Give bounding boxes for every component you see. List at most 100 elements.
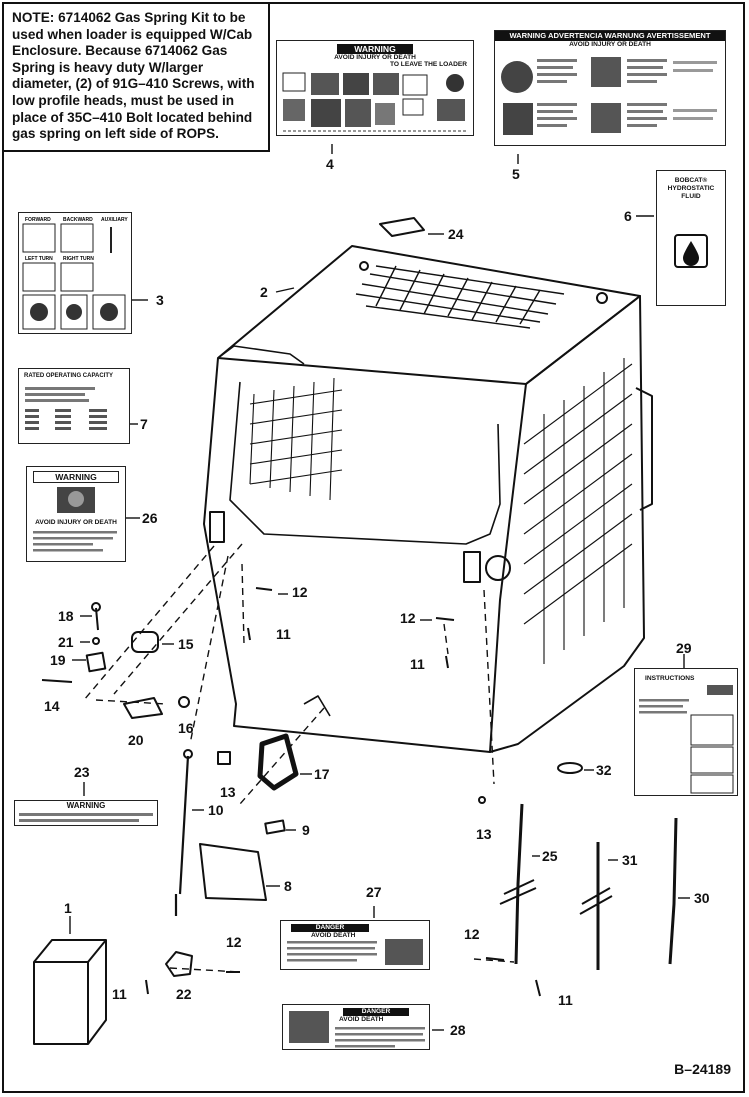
callout-11-cab-right: 11 [410, 656, 425, 672]
decal-29-header: INSTRUCTIONS [645, 675, 695, 682]
decal-28-header: DANGER [343, 1008, 409, 1016]
callout-1: 1 [64, 900, 72, 916]
callout-18: 18 [58, 608, 74, 624]
decal-28-pictogram [289, 1011, 329, 1043]
decal-28-text-lines [335, 1027, 425, 1048]
decal-27-subheader: AVOID DEATH [311, 932, 356, 939]
decal-7-title: RATED OPERATING CAPACITY [24, 373, 114, 379]
callout-26: 26 [142, 510, 158, 526]
grommet-32 [557, 762, 583, 774]
hinge-right [463, 551, 481, 583]
gas-spring-10 [174, 755, 190, 916]
callout-30: 30 [694, 890, 710, 906]
roof-vents [355, 265, 565, 329]
callout-27: 27 [366, 884, 382, 900]
note-box: NOTE: 6714062 Gas Spring Kit to be used … [4, 4, 270, 152]
rops-left-side [203, 357, 527, 753]
battery-1-edges [34, 939, 107, 1044]
callout-22: 22 [176, 986, 192, 1002]
callout-29: 29 [676, 640, 692, 656]
decal-26-pictogram [57, 487, 95, 513]
callout-31: 31 [622, 852, 638, 868]
rops-roof [217, 245, 641, 385]
decal-28: DANGER AVOID DEATH [282, 1004, 430, 1050]
callout-21: 21 [58, 634, 74, 650]
gas-spring-10-eye [183, 749, 193, 759]
decal-4-header: WARNING [337, 44, 413, 54]
decal-26-header: WARNING [33, 471, 119, 483]
decal-26: WARNING AVOID INJURY OR DEATH [26, 466, 126, 562]
plug-9 [264, 819, 286, 835]
seal-17 [257, 733, 299, 791]
gas-spring-30 [668, 817, 678, 965]
bushing-15 [131, 631, 159, 653]
note-text: 6714062 Gas Spring Kit to be used when l… [12, 10, 255, 142]
right-side-screen [523, 358, 633, 664]
washer-13-right [478, 796, 486, 804]
callout-32: 32 [596, 762, 612, 778]
nut-11-left [247, 627, 251, 641]
callout-14: 14 [44, 698, 60, 714]
decal-5-pictograms [501, 57, 717, 135]
decal-27-header: DANGER [291, 924, 369, 932]
bolt-14 [41, 679, 73, 683]
screw-18-head [91, 602, 101, 612]
battery-1 [33, 939, 107, 1045]
washer-16 [178, 696, 190, 708]
decal-29: INSTRUCTIONS [634, 668, 738, 796]
decal-29-panels [639, 685, 734, 794]
decal-24 [379, 217, 425, 237]
assembly-leaders [83, 543, 515, 973]
callout-25: 25 [542, 848, 558, 864]
callout-24: 24 [448, 226, 464, 242]
decal-4-pictograms [282, 72, 467, 132]
bracket-22 [165, 951, 193, 977]
decal-3-controls: FORWARD BACKWARD AUXILIARY LEFT TURN RIG… [22, 217, 128, 330]
decal-4-subheader: AVOID INJURY OR DEATH [334, 54, 416, 61]
decal-3-label-backward: BACKWARD [63, 217, 93, 223]
bracket-20 [123, 697, 163, 719]
callout-8: 8 [284, 878, 292, 894]
callout-23: 23 [74, 764, 90, 780]
callout-6: 6 [624, 208, 632, 224]
decal-3-label-right-turn: RIGHT TURN [63, 256, 94, 262]
washer-21 [92, 637, 100, 645]
bolt-12-left [255, 587, 273, 591]
gas-spring-25 [514, 803, 524, 965]
decal-23-header: WARNING [66, 801, 106, 810]
callout-15: 15 [178, 636, 194, 652]
callout-28: 28 [450, 1022, 466, 1038]
callout-13-left: 13 [220, 784, 236, 800]
decal-5-subheader: AVOID INJURY OR DEATH [569, 41, 651, 48]
nut-11-right [445, 655, 449, 669]
callout-16: 16 [178, 720, 194, 736]
roof-bolt-right [596, 292, 608, 304]
callout-10: 10 [208, 802, 224, 818]
bolt-12-right [435, 617, 455, 621]
callout-3: 3 [156, 292, 164, 308]
rops-right-side [489, 295, 645, 753]
spacer-13-left [217, 751, 231, 765]
spring-19 [85, 651, 107, 673]
decal-7: RATED OPERATING CAPACITY [18, 368, 130, 444]
decal-5: WARNING ADVERTENCIA WARNUNG AVERTISSEMEN… [494, 30, 726, 146]
hinge-left [209, 511, 225, 543]
rear-tab [303, 695, 331, 717]
decal-6-line2: HYDROSTATIC [667, 185, 715, 192]
grab-handle [635, 387, 653, 511]
decal-23: WARNING [14, 800, 158, 826]
roof-bolt-left [359, 261, 369, 271]
decal-4: WARNING AVOID INJURY OR DEATH TO LEAVE T… [276, 40, 474, 136]
callout-13-right: 13 [476, 826, 492, 842]
front-corner-bracket [217, 345, 305, 365]
callout-9: 9 [302, 822, 310, 838]
callout-12-bottom-left: 12 [226, 934, 242, 950]
decal-26-subheader: AVOID INJURY OR DEATH [35, 519, 117, 526]
decal-26-text-lines [33, 531, 117, 552]
left-window-screen [249, 377, 343, 501]
fluid-drop-icon [674, 234, 708, 268]
callout-11-cab-left: 11 [276, 626, 291, 642]
callout-2: 2 [260, 284, 268, 300]
decal-6: BOBCAT® HYDROSTATIC FLUID [656, 170, 726, 306]
